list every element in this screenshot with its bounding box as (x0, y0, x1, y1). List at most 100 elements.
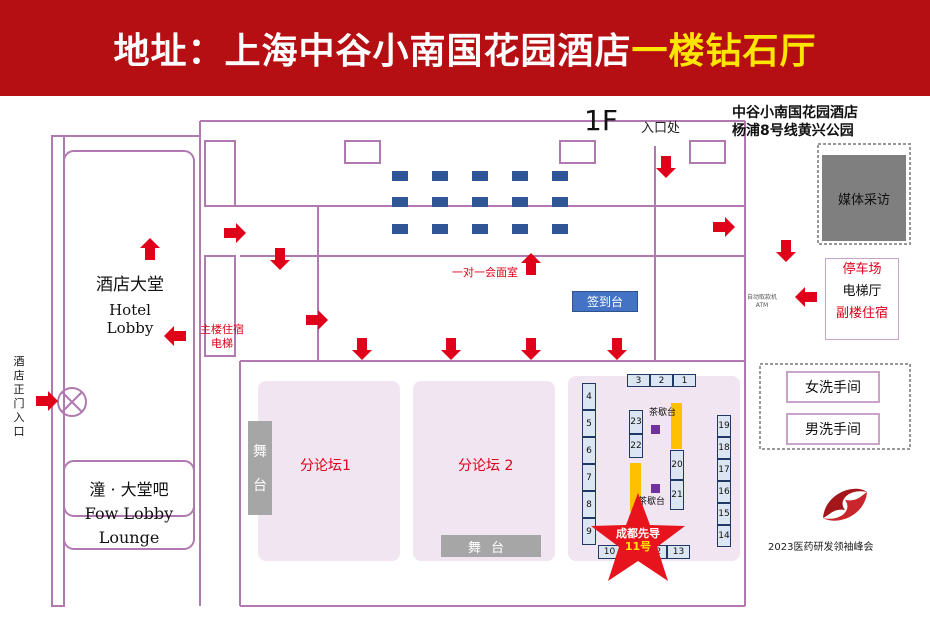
parking-box: 停车场 电梯厅 副楼住宿 (825, 258, 899, 340)
wall-door-3 (689, 140, 726, 164)
main-elevator-1: 主楼住宿 (200, 323, 244, 336)
wall-door-2 (559, 140, 596, 164)
meeting-table-6 (432, 197, 448, 207)
booth-6: 6 (582, 437, 596, 464)
door-icon-line-b (61, 391, 83, 413)
floor-label: 1F (584, 104, 618, 137)
wall-elevator (204, 255, 236, 357)
booth-15: 15 (717, 503, 731, 525)
booth-13: 13 (667, 545, 690, 559)
main-elevator-label: 主楼住宿 电梯 (192, 323, 252, 351)
stage-v2: 台 (253, 478, 267, 494)
stage-v1: 舞 (253, 444, 267, 460)
meeting-table-12 (472, 224, 488, 234)
right-arrow-icon-5 (306, 310, 328, 330)
wall-left-outer (51, 135, 65, 607)
address-banner: 地址：上海中谷小南国花园酒店一楼钻石厅 (0, 0, 930, 96)
tea-label-top: 茶歇台 (649, 408, 677, 418)
tea-table-bottom (630, 463, 641, 511)
up-arrow-icon-0 (140, 238, 160, 260)
meeting-table-9 (552, 197, 568, 207)
hotel-info: 中谷小南国花园酒店 杨浦8号线黄兴公园 (732, 104, 858, 140)
highlight-booth-label: 成都先导 11号 (598, 527, 678, 553)
booth-14: 14 (717, 525, 731, 547)
wall-lines (51, 120, 911, 607)
lobby-en1: Hotel (109, 301, 151, 319)
lobby-cn: 酒店大堂 (96, 275, 164, 295)
meeting-table-0 (392, 171, 408, 181)
booth-17: 17 (717, 459, 731, 481)
hall-exhibition (568, 376, 740, 561)
main-elevator-2: 电梯 (211, 337, 233, 350)
atm-en: ATM (755, 302, 769, 309)
hotel-metro: 杨浦8号线黄兴公园 (732, 123, 854, 139)
entrance-char-2: 正 (13, 383, 25, 396)
entrance-char-0: 酒 (13, 355, 25, 368)
left-arrow-icon-14 (795, 287, 817, 307)
booth-22: 22 (629, 434, 643, 458)
entrance-char-3: 门 (13, 397, 25, 410)
meeting-table-10 (392, 224, 408, 234)
floor-plan (51, 120, 911, 607)
booth-2: 2 (650, 374, 673, 387)
booth-1: 1 (673, 374, 696, 387)
booth-8: 8 (582, 491, 596, 518)
bar-en1: Fow Lobby (84, 504, 174, 523)
tea-table-top (671, 403, 682, 449)
right-arrow-icon-12 (713, 217, 735, 237)
female-restroom: 女洗手间 (786, 371, 880, 403)
booth-20: 20 (670, 450, 684, 480)
hall-forum-1 (258, 381, 400, 561)
logo-caption: 2023医药研发领袖峰会 (768, 542, 874, 553)
atm-cn: 自动取款机 (746, 294, 777, 301)
bar-en2: Lounge (98, 528, 160, 547)
hall-forum-2 (413, 381, 555, 561)
male-restroom: 男洗手间 (786, 413, 880, 445)
booth-9: 9 (582, 518, 596, 545)
parking-label: 停车场 (842, 262, 882, 277)
meeting-table-7 (472, 197, 488, 207)
tea-label-bottom: 茶歇台 (638, 497, 666, 507)
right-arrow-icon-3 (224, 223, 246, 243)
hotel-lobby-label: 酒店大堂 Hotel Lobby (80, 270, 180, 337)
left-arrow-icon-1 (164, 326, 186, 346)
meeting-table-8 (512, 197, 528, 207)
down-arrow-icon-7 (441, 338, 461, 360)
main-entrance-label: 酒店正门入口 (12, 355, 26, 439)
media-room: 媒体采访 (822, 155, 906, 241)
door-icon (57, 387, 87, 417)
hotel-name: 中谷小南国花园酒店 (732, 105, 858, 121)
elevator-hall-label: 电梯厅 (842, 284, 882, 299)
annex-label: 副楼住宿 (835, 306, 888, 321)
up-arrow-icon-10 (521, 253, 541, 275)
down-arrow-icon-9 (607, 338, 627, 360)
meeting-table-14 (552, 224, 568, 234)
star-shape (591, 493, 685, 581)
booth-21: 21 (670, 480, 684, 510)
star-line1: 成都先导 (616, 527, 660, 540)
banner-address-prefix: 地址：上海中谷小南国花园酒店 (113, 31, 632, 72)
meeting-table-3 (512, 171, 528, 181)
entrance-char-5: 口 (13, 425, 25, 438)
one-on-one-room: 一对一会面室 (452, 266, 518, 279)
entrance-char-4: 入 (13, 411, 25, 424)
meeting-table-11 (432, 224, 448, 234)
meeting-table-1 (432, 171, 448, 181)
meeting-table-4 (552, 171, 568, 181)
lobby-en2: Lobby (106, 319, 154, 337)
booth-5: 5 (582, 410, 596, 437)
logo-shape-a (823, 488, 867, 518)
wall-stairs (204, 140, 236, 207)
wall-door-1 (344, 140, 381, 164)
wall-bar-frame (63, 460, 195, 550)
meeting-tables (392, 171, 568, 234)
entrance-char-1: 店 (13, 369, 25, 382)
down-arrow-icon-4 (270, 248, 290, 270)
lobby-bar-label: 潼 · 大堂吧 Fow Lobby Lounge (70, 478, 188, 550)
logo-shape-b (823, 492, 867, 521)
signin-desk: 签到台 (572, 291, 638, 312)
stage-horizontal: 舞台 (441, 535, 541, 557)
pillar-marker-bottom (651, 484, 660, 493)
booth-19: 19 (717, 415, 731, 437)
booth-18: 18 (717, 437, 731, 459)
